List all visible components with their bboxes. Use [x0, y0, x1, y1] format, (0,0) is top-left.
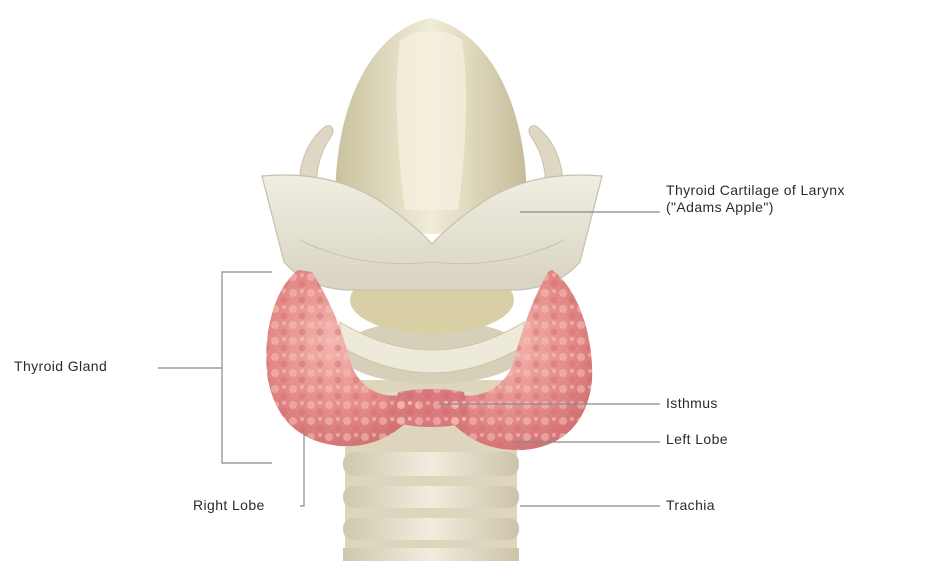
label-trachia: Trachia — [666, 497, 715, 514]
label-right-lobe: Right Lobe — [193, 497, 265, 514]
label-thyroid-cartilage-line1: Thyroid Cartilage of Larynx — [666, 182, 845, 199]
trachea-ring — [343, 518, 519, 540]
trachea-ring — [343, 452, 519, 476]
leader-right-lobe — [300, 428, 304, 506]
trachea-ring — [343, 548, 519, 561]
label-isthmus: Isthmus — [666, 395, 718, 412]
label-thyroid-cartilage: Thyroid Cartilage of Larynx ("Adams Appl… — [666, 182, 845, 216]
label-thyroid-cartilage-line2: ("Adams Apple") — [666, 199, 845, 216]
label-thyroid-gland: Thyroid Gland — [14, 358, 107, 375]
label-left-lobe: Left Lobe — [666, 431, 728, 448]
trachea-ring — [343, 486, 519, 508]
leader-thyroid-gland-bracket — [222, 272, 272, 463]
